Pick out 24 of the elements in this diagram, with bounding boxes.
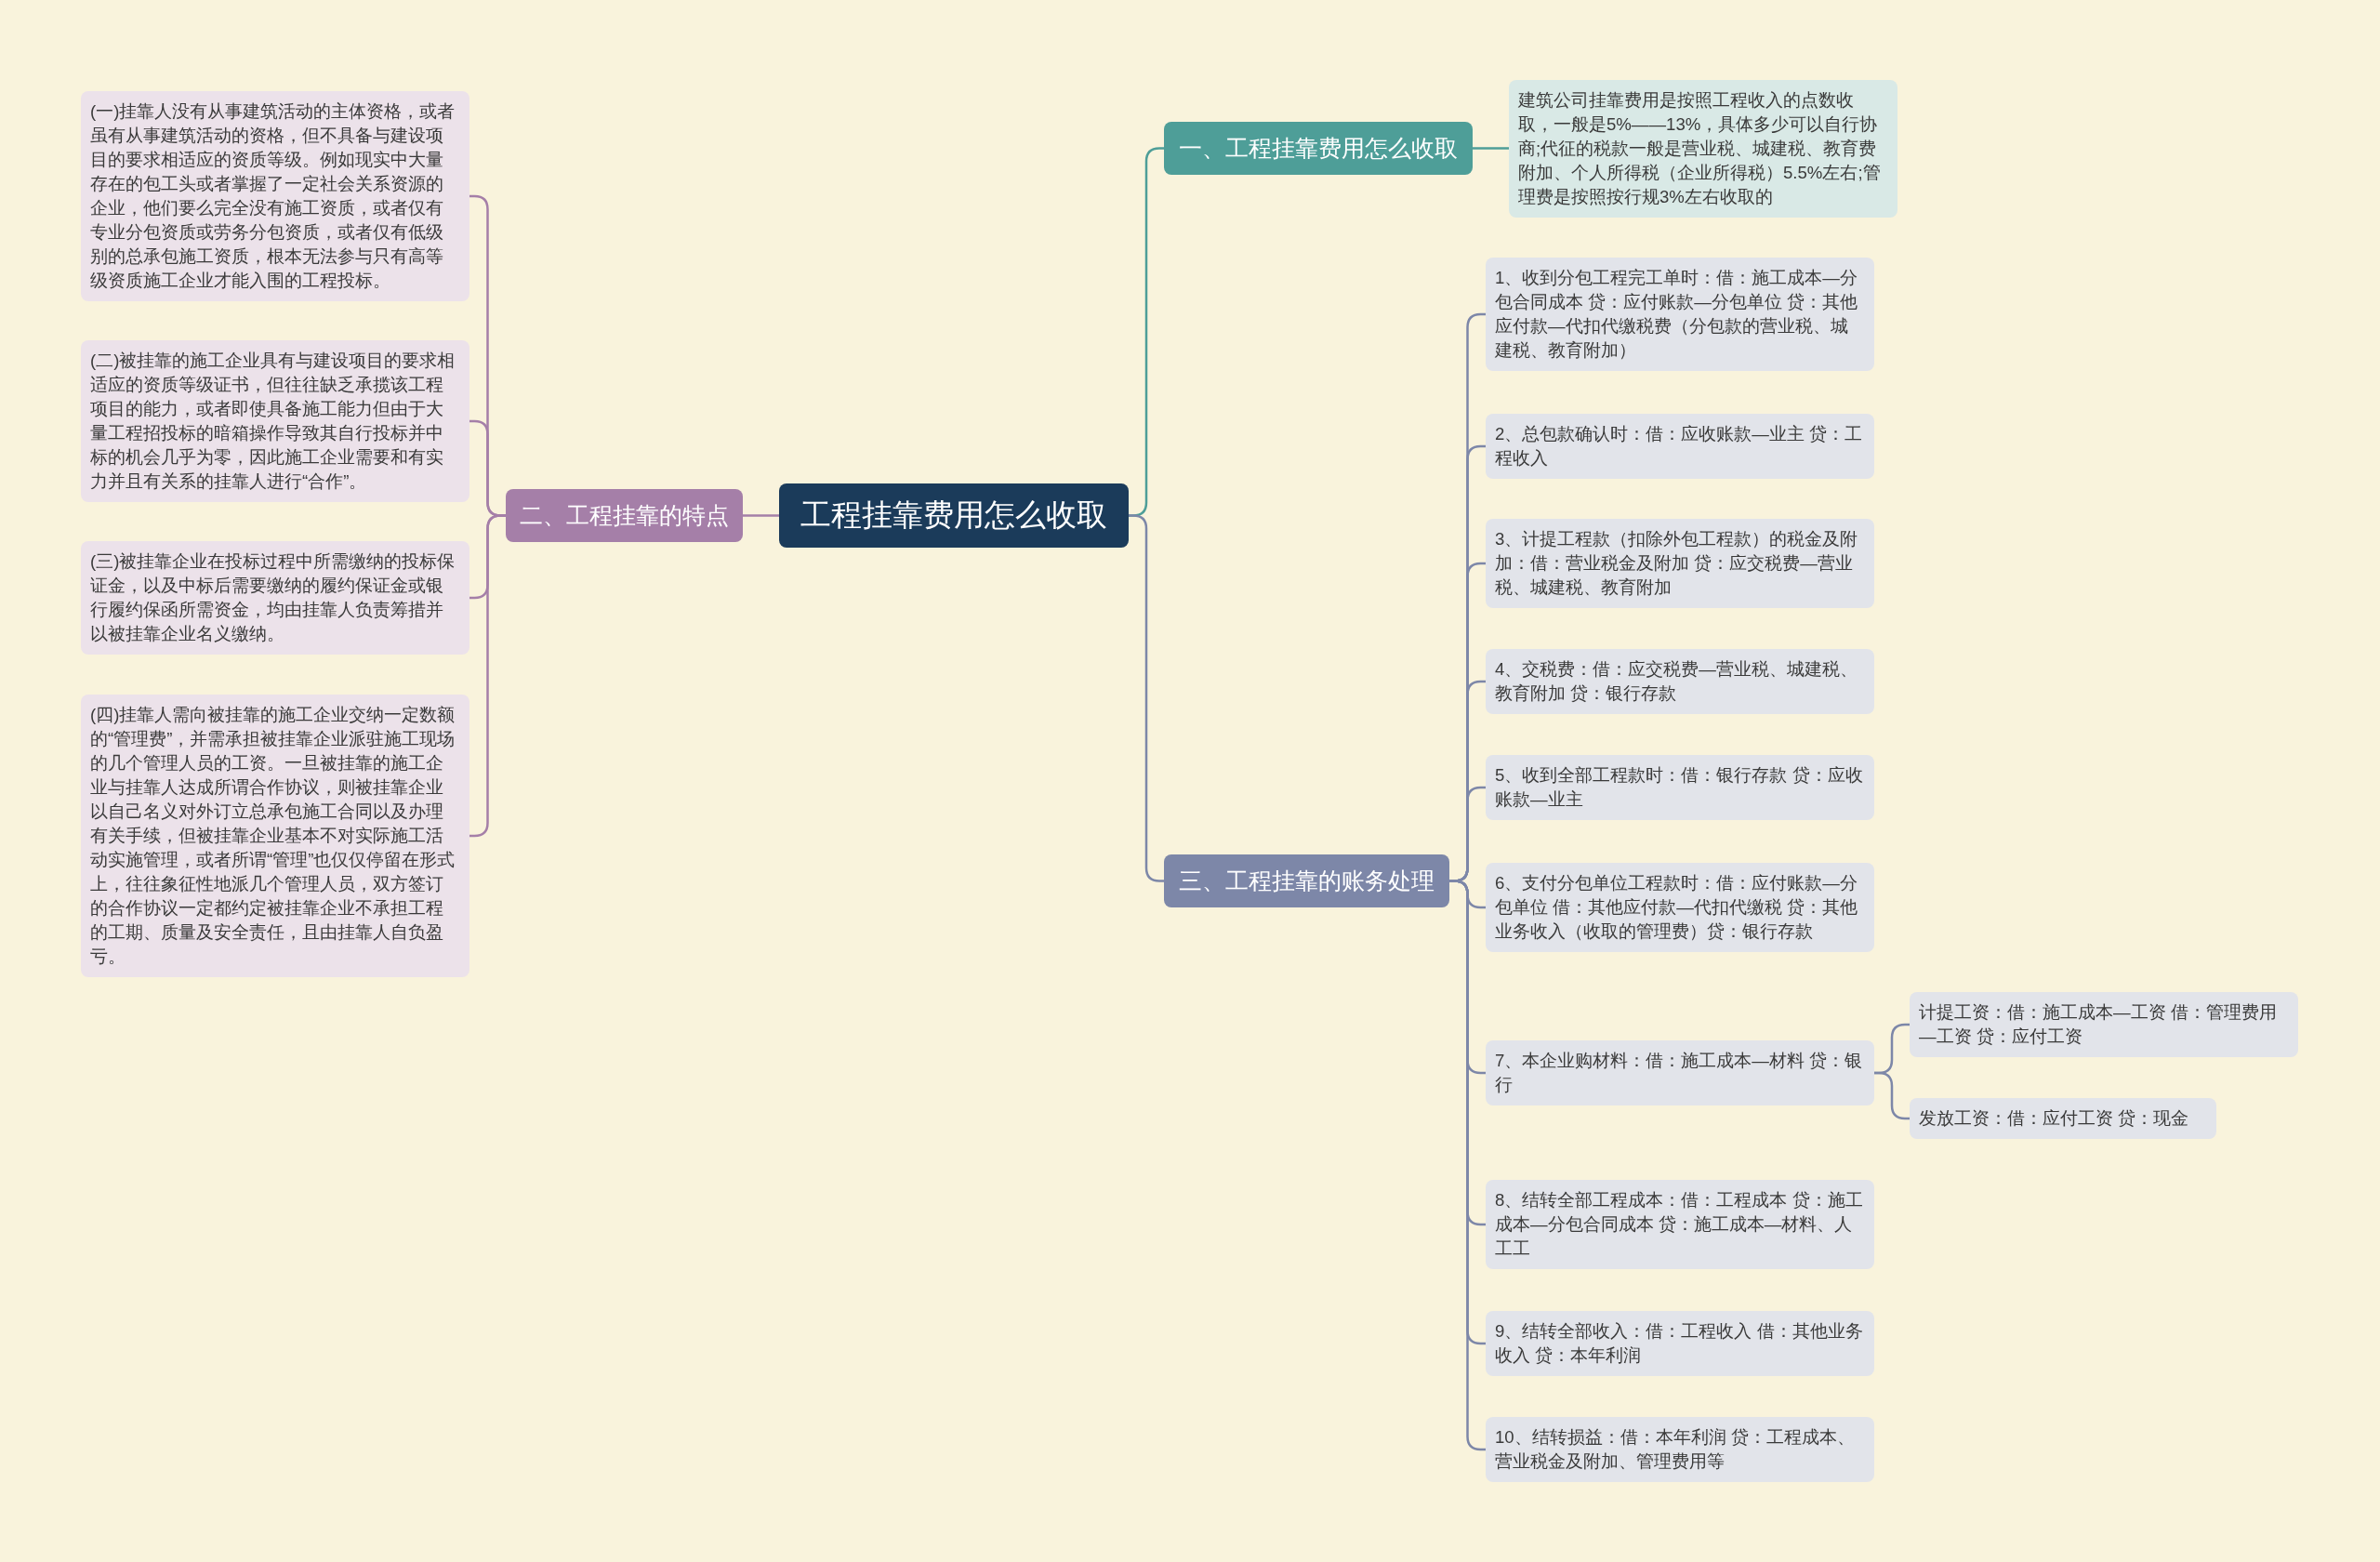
note-box: 8、结转全部工程成本：借：工程成本 贷：施工成本—分包合同成本 贷：施工成本—材料、人工工 (1486, 1180, 1874, 1269)
topic-box: 二、工程挂靠的特点 (506, 488, 743, 542)
note-box: 4、交税费：借：应交税费—营业税、城建税、教育附加 贷：银行存款 (1486, 649, 1874, 714)
note-box: 7、本企业购材料：借：施工成本—材料 贷：银行 (1486, 1040, 1874, 1105)
note-box: 3、计提工程款（扣除外包工程款）的税金及附加：借：营业税金及附加 贷：应交税费—营业税、城建税、教育附加 (1486, 519, 1874, 608)
note-box: 2、总包款确认时：借：应收账款—业主 贷：工程收入 (1486, 414, 1874, 479)
branch-line (1874, 1071, 1910, 1120)
note-box: (一)挂靠人没有从事建筑活动的主体资格，或者虽有从事建筑活动的资格，但不具备与建设项目的要求相适应的资质等级。例如现实中大量存在的包工头或者掌握了一定社会关系资源的企业，他们要么完全没有施工资质，或者仅有专业分包资质或劳务分包资质，或者仅有低级别的总承包施工资质，根本无法参与只有高等级资质施工企业才能入围的工程投标。 (81, 91, 469, 301)
note-box: (二)被挂靠的施工企业具有与建设项目的要求相适应的资质等级证书，但往往缺乏承揽该工程项目的能力，或者即使具备施工能力但由于大量工程招投标的暗箱操作导致其自行投标并中标的机会几乎为零，因此施工企业需要和有实力并且有关系的挂靠人进行“合作”。 (81, 340, 469, 502)
note-box: (三)被挂靠企业在投标过程中所需缴纳的投标保证金，以及中标后需要缴纳的履约保证金或银行履约保函所需资金，均由挂靠人负责筹措并以被挂靠企业名义缴纳。 (81, 541, 469, 655)
branch-line (1473, 147, 1509, 150)
note-box: 发放工资：借：应付工资 贷：现金 (1910, 1098, 2216, 1139)
note-box: 1、收到分包工程完工单时：借：施工成本—分包合同成本 贷：应付账款—分包单位 贷：其他应付款—代扣代缴税费（分包款的营业税、城建税、教育附加） (1486, 258, 1874, 371)
note-box: 建筑公司挂靠费用是按照工程收入的点数收取，一般是5%——13%，具体多少可以自行协商;代征的税款一般是营业税、城建税、教育费附加、个人所得税（企业所得税）5.5%左右;管理费是按照按行规3%左右收取的 (1509, 80, 1897, 218)
note-box: 6、支付分包单位工程款时：借：应付账款—分包单位 借：其他应付款—代扣代缴税 贷：其他业务收入（收取的管理费）贷：银行存款 (1486, 863, 1874, 952)
note-box: 计提工资：借：施工成本—工资 借：管理费用—工资 贷：应付工资 (1910, 992, 2298, 1057)
note-box: 5、收到全部工程款时：借：银行存款 贷：应收账款—业主 (1486, 755, 1874, 820)
branch-line (743, 514, 779, 517)
note-box: 10、结转损益：借：本年利润 贷：工程成本、营业税金及附加、管理费用等 (1486, 1417, 1874, 1482)
topic-box: 三、工程挂靠的账务处理 (1164, 854, 1449, 907)
note-box: (四)挂靠人需向被挂靠的施工企业交纳一定数额的“管理费”，并需承担被挂靠企业派驻施工现场的几个管理人员的工资。一旦被挂靠的施工企业与挂靠人达成所谓合作协议，则被挂靠企业以自己名义对外订立总承包施工合同以及办理有关手续，但被挂靠企业基本不对实际施工活动实施管理，或者所谓“管理”也仅仅停留在形式上，往往象征性地派几个管理人员，双方签订的合作协议一定都约定被挂靠企业不承担工程的工期、质量及安全责任，且由挂靠人自负盈亏。 (81, 695, 469, 977)
note-box: 9、结转全部收入：借：工程收入 借：其他业务收入 贷：本年利润 (1486, 1311, 1874, 1376)
topic-box: 一、工程挂靠费用怎么收取 (1164, 121, 1473, 175)
central-topic-box: 工程挂靠费用怎么收取 (779, 483, 1129, 548)
